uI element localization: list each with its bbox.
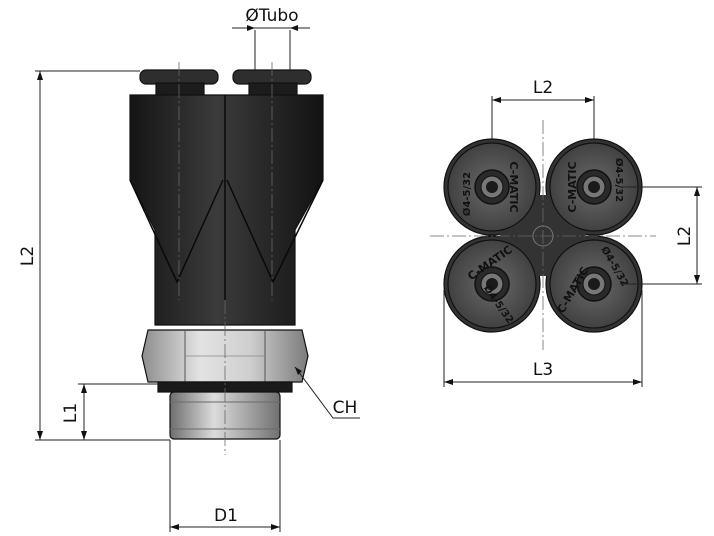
port-size: Ø4-5/32 xyxy=(461,172,473,216)
fitting-body xyxy=(129,94,324,326)
dim-overall-width: L3 xyxy=(443,290,643,387)
label-ch: CH xyxy=(333,398,358,418)
dim-tube-diameter: ØTubo xyxy=(232,6,310,72)
port-top-left: C-MATIC Ø4-5/32 xyxy=(447,142,537,232)
label-l2-right: L2 xyxy=(675,226,695,246)
dim-port-spacing-horizontal: L2 xyxy=(491,78,595,140)
label-d1: D1 xyxy=(214,506,238,526)
port-brand: C-MATIC xyxy=(566,161,579,212)
center-bore xyxy=(532,225,554,247)
port-brand: C-MATIC xyxy=(507,161,520,212)
port-size: Ø4-5/32 xyxy=(613,158,625,202)
dim-total-length: L2 xyxy=(18,70,170,441)
port-bottom-left: C-MATIC Ø4-5/32 xyxy=(447,239,537,329)
label-l1: L1 xyxy=(61,403,81,423)
side-view xyxy=(129,62,324,455)
port-bottom-right: C-MATIC Ø4-5/32 xyxy=(549,239,639,329)
port-top-right: C-MATIC Ø4-5/32 xyxy=(549,142,639,232)
dim-thread-diameter: D1 xyxy=(169,440,281,532)
label-l2-side: L2 xyxy=(18,246,38,266)
label-tube: ØTubo xyxy=(245,6,298,26)
collet-right xyxy=(232,69,312,96)
dim-hex-size: CH xyxy=(294,366,360,419)
label-l2-top: L2 xyxy=(533,78,553,98)
collet-left xyxy=(139,69,219,96)
dim-port-spacing-vertical: L2 xyxy=(620,186,702,285)
body-cone-lines xyxy=(129,95,324,300)
dim-thread-length: L1 xyxy=(61,383,160,440)
label-l3: L3 xyxy=(533,360,553,380)
front-view: C-MATIC Ø4-5/32 C-MATIC Ø4-5/32 C-MATIC … xyxy=(430,120,656,350)
